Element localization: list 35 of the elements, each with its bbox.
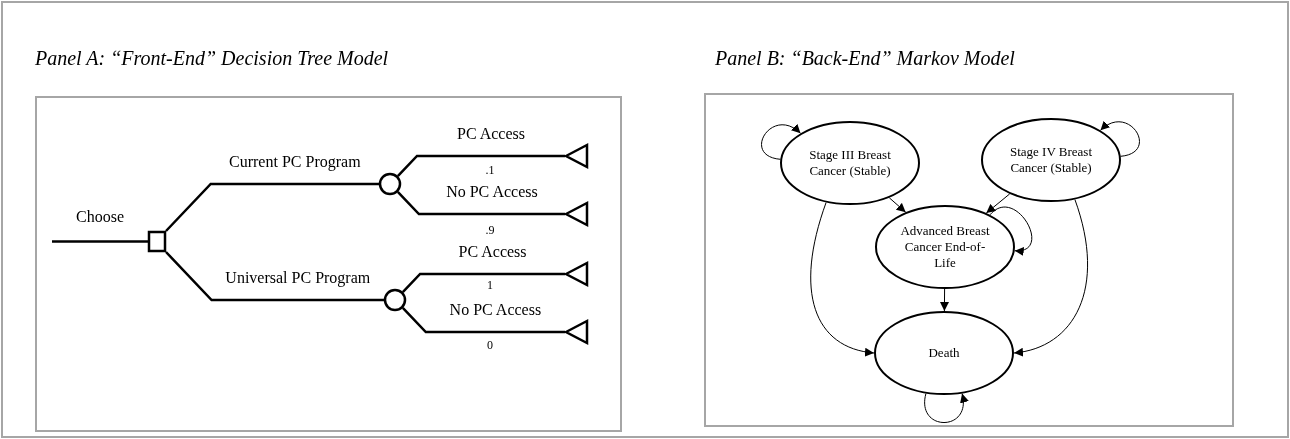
branch-line: [401, 272, 565, 294]
transition-arrow: [761, 124, 801, 160]
transition-arrow: [1100, 121, 1140, 157]
chance-node: [384, 289, 406, 311]
transition-arrow: [985, 193, 1011, 214]
state-label: Stage III Breast Cancer (Stable): [808, 147, 892, 179]
probability-label: .1: [485, 163, 495, 177]
transition-arrow: [924, 393, 968, 424]
probability-label: .9: [485, 223, 495, 237]
branch-line: [52, 240, 148, 243]
transition-arrow: [989, 206, 1033, 255]
state-label: Stage IV Breast Cancer (Stable): [1008, 144, 1094, 176]
transition-arrow: [940, 288, 949, 312]
transition-arrow: [888, 197, 907, 213]
branch-line: [396, 154, 565, 178]
branch-line: [401, 306, 565, 334]
terminal-node: [565, 202, 588, 226]
state-label: Advanced Breast Cancer End-of-Life: [899, 223, 991, 271]
panel-heading: Panel B: “Back-End” Markov Model: [715, 47, 1015, 70]
terminal-node: [565, 262, 588, 286]
terminal-node: [565, 320, 588, 344]
branch-line: [396, 190, 565, 216]
edge-label: Universal PC Program: [223, 269, 373, 287]
transition-arrow: [810, 202, 875, 356]
probability-label: 1: [487, 278, 493, 292]
chance-node: [379, 173, 401, 195]
branch-line: [165, 251, 384, 302]
branch-line: [165, 182, 379, 232]
probability-label: 0: [487, 338, 493, 352]
terminal-node: [565, 144, 588, 168]
decision-node: [148, 231, 166, 252]
state-label: Death: [927, 345, 961, 361]
edge-label: Current PC Program: [227, 153, 363, 171]
transition-arrow: [1013, 199, 1089, 356]
panel-heading: Panel A: “Front-End” Decision Tree Model: [35, 47, 389, 70]
